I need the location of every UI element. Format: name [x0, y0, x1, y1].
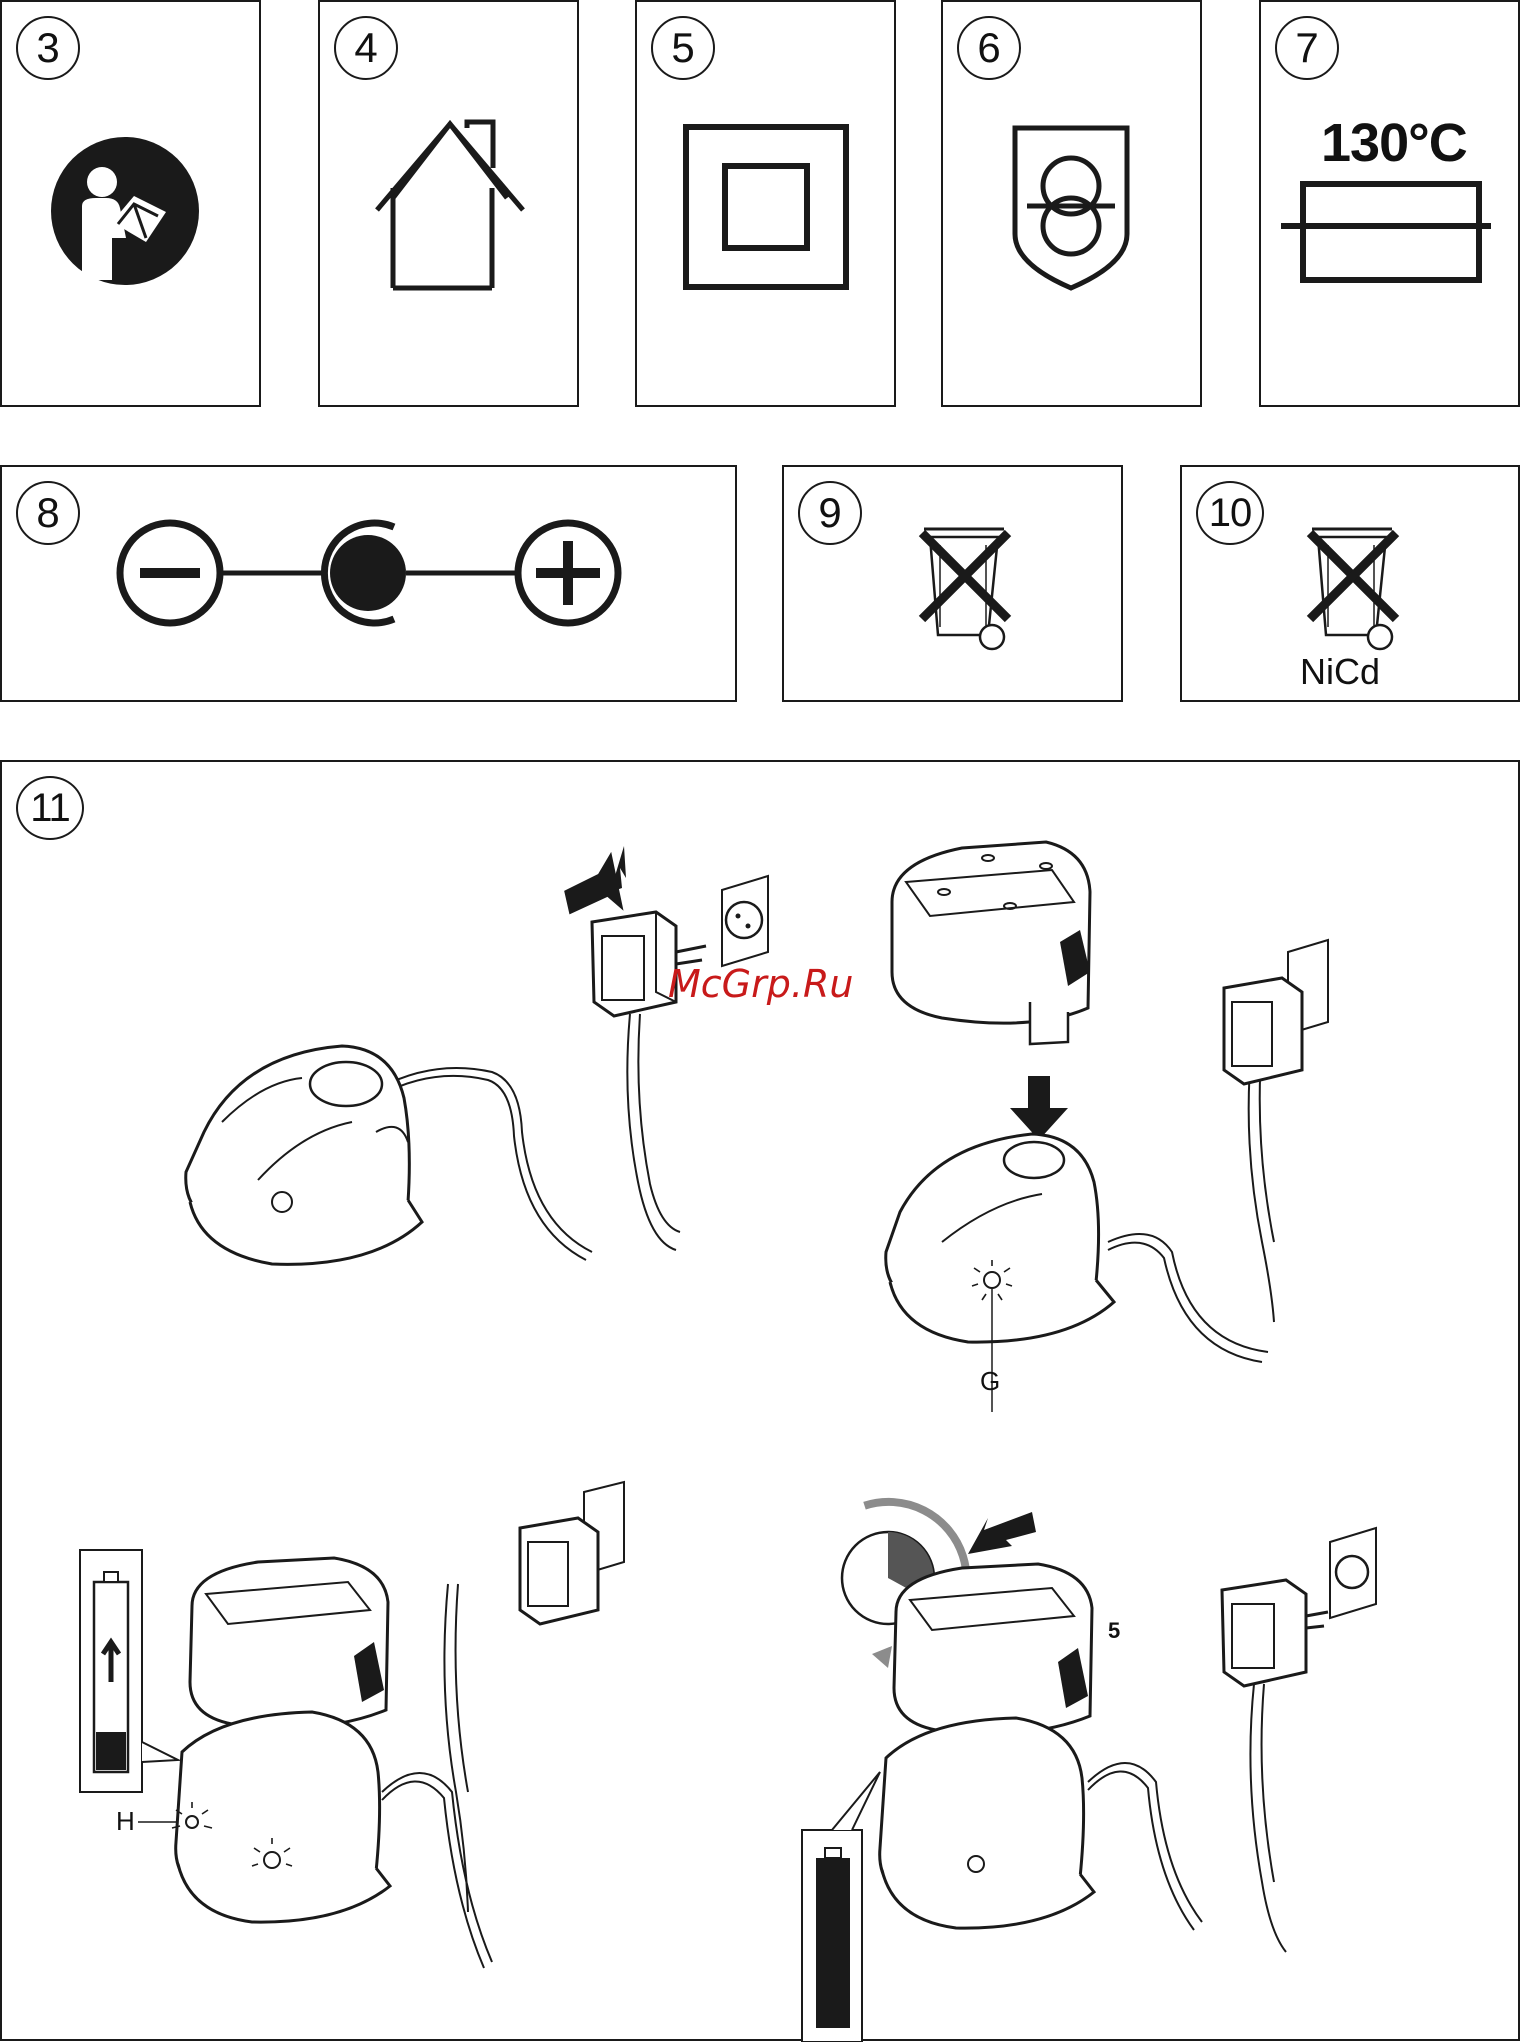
panel-10: 10 NiCd: [1180, 465, 1520, 702]
crossed-bin-icon: [1304, 523, 1404, 653]
charging-step: [72, 1492, 632, 2032]
charger-connect-step: [182, 802, 822, 1362]
house-icon: [375, 120, 525, 290]
panel-8: 8: [0, 465, 737, 702]
panel-6: 6: [941, 0, 1202, 407]
fuse-temperature-label: 130°C: [1321, 112, 1467, 174]
double-insulation-icon: [683, 124, 849, 290]
battery-type-label: NiCd: [1300, 651, 1380, 693]
read-manual-icon: [50, 136, 200, 286]
panel-9: 9: [782, 465, 1123, 702]
timer-value-label: 5: [1108, 1618, 1120, 1644]
panel-3: 3: [0, 0, 261, 407]
panel-number: 7: [1275, 16, 1339, 80]
watermark: McGrp.Ru: [668, 962, 853, 1006]
led-g-label: G: [980, 1366, 1000, 1397]
crossed-bin-icon: [916, 523, 1016, 653]
unplug-step: [792, 1482, 1392, 2042]
panel-4: 4: [318, 0, 579, 407]
panel-number: 11: [16, 776, 84, 840]
panel-5: 5: [635, 0, 896, 407]
panel-number: 3: [16, 16, 80, 80]
panel-number: 10: [1196, 481, 1264, 545]
panel-number: 5: [651, 16, 715, 80]
battery-insert-step: [882, 822, 1382, 1382]
safety-transformer-icon: [1011, 124, 1131, 294]
panel-number: 6: [957, 16, 1021, 80]
panel-number: 9: [798, 481, 862, 545]
polarity-icon: [116, 517, 636, 637]
panel-number: 4: [334, 16, 398, 80]
led-h-label: H: [116, 1806, 135, 1837]
panel-7: 7 130°C: [1259, 0, 1520, 407]
panel-11: 11 McGrp.Ru: [0, 760, 1520, 2041]
panel-number: 8: [16, 481, 80, 545]
thermal-fuse-icon: [1281, 180, 1491, 280]
